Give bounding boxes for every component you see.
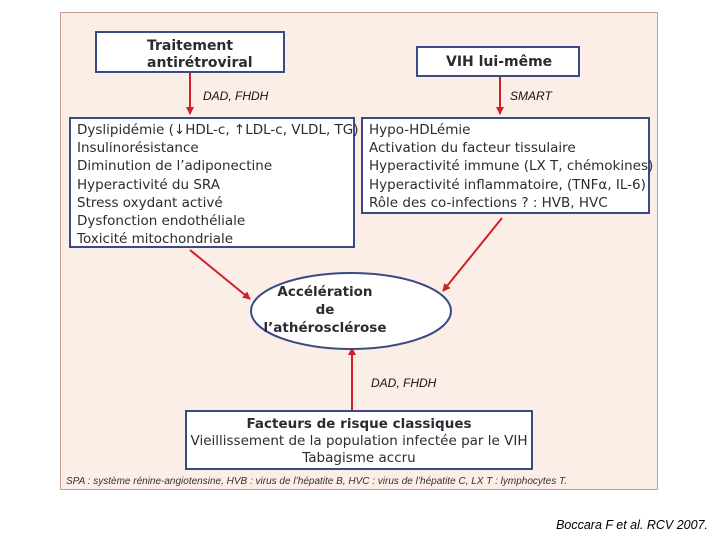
art-title-line-2: antirétroviral xyxy=(147,55,253,71)
art-effect-item: Stress oxydant activé xyxy=(77,194,223,211)
hiv-effect-item: Hyperactivité immune (LX T, chémokines) xyxy=(369,158,654,175)
center-outcome: Accélération de l’athérosclérose xyxy=(252,283,398,337)
hiv-effect-item: Hypo-HDLémie xyxy=(369,122,471,138)
arrow-hiv-to-center xyxy=(442,217,503,292)
hiv-effects-box: Hypo-HDLémie Activation du facteur tissu… xyxy=(361,117,654,214)
art-effect-item: Diminution de l’adiponectine xyxy=(77,158,273,175)
hiv-title: VIH lui-même xyxy=(446,54,553,70)
center-line-3: l’athérosclérose xyxy=(263,320,387,336)
risk-studies-label: DAD, FHDH xyxy=(371,376,437,390)
art-effect-item: Hyperactivité du SRA xyxy=(77,176,220,193)
center-ellipse xyxy=(250,272,452,350)
art-effect-item: Dyslipidémie (↓HDL-c, ↑LDL-c, VLDL, TG) xyxy=(77,122,359,138)
art-effect-item: Insulinorésistance xyxy=(77,140,199,157)
art-effect-item: Toxicité mitochondriale xyxy=(77,231,234,248)
risk-factor-item: Vieillissement de la population infectée… xyxy=(190,433,528,449)
art-studies-label: DAD, FHDH xyxy=(203,89,269,103)
risk-factors-title: Facteurs de risque classiques xyxy=(246,416,472,432)
center-line-1: Accélération xyxy=(277,284,373,300)
hiv-effect-item: Activation du facteur tissulaire xyxy=(369,140,576,157)
hiv-study-label: SMART xyxy=(510,89,552,103)
hiv-effect-item: Rôle des co-infections ? : HVB, HVC xyxy=(369,194,608,211)
art-title-box: Traitement antirétroviral xyxy=(95,31,285,73)
art-effect-item: Dysfonction endothéliale xyxy=(77,213,246,230)
risk-factors-box: Facteurs de risque classiques Vieillisse… xyxy=(185,410,533,470)
art-title-line-1: Traitement xyxy=(147,38,234,54)
hiv-title-box: VIH lui-même xyxy=(416,46,580,77)
risk-factor-item: Tabagisme accru xyxy=(302,450,416,466)
hiv-effect-item: Hyperactivité inflammatoire, (TNFα, IL-6… xyxy=(369,176,646,193)
abbreviations-footnote: SPA : système rénine-angiotensine, HVB :… xyxy=(66,476,567,487)
art-effects-box: Dyslipidémie (↓HDL-c, ↑LDL-c, VLDL, TG) … xyxy=(69,117,359,248)
arrow-art-to-center xyxy=(189,249,251,300)
citation: Boccara F et al. RCV 2007. xyxy=(556,518,708,532)
center-line-2: de xyxy=(315,302,335,318)
